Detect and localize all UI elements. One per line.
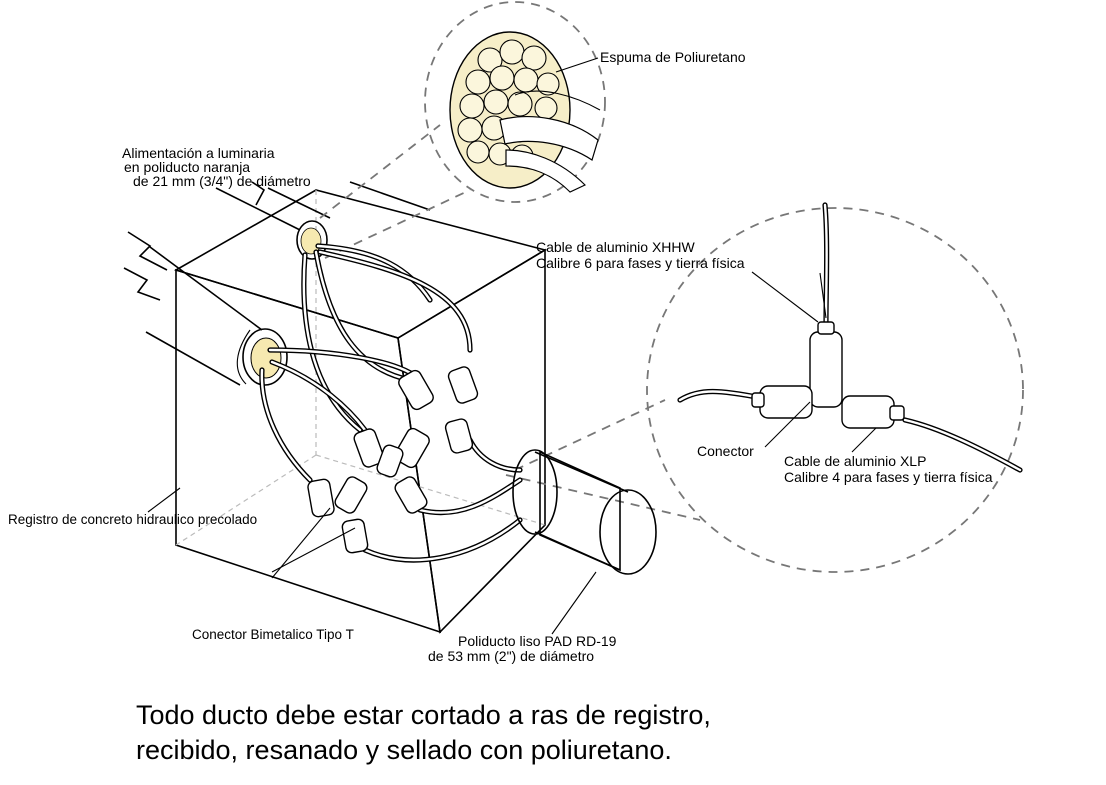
label-xlp-1: Cable de aluminio XLP bbox=[784, 453, 926, 469]
footer-note: Todo ducto debe estar cortado a ras de r… bbox=[136, 698, 1036, 768]
label-espuma: Espuma de Poliuretano bbox=[600, 49, 746, 65]
label-registro: Registro de concreto hidraulico precolad… bbox=[8, 512, 257, 527]
label-conector-bimetalico: Conector Bimetalico Tipo T bbox=[192, 627, 354, 642]
footer-note-line-2: recibido, resanado y sellado con poliure… bbox=[136, 735, 672, 765]
footer-note-line-1: Todo ducto debe estar cortado a ras de r… bbox=[136, 700, 711, 730]
label-xhhw-1: Cable de aluminio XHHW bbox=[536, 239, 696, 255]
leader-lines bbox=[147, 57, 877, 635]
label-poliducto-1: Poliducto liso PAD RD-19 bbox=[458, 633, 617, 649]
label-conector: Conector bbox=[697, 443, 754, 459]
cable-magnifier bbox=[505, 202, 1024, 573]
label-alimentacion-1: Alimentación a luminaria bbox=[122, 145, 275, 161]
label-xhhw-2: Calibre 6 para fases y tierra física bbox=[536, 255, 745, 271]
label-poliducto-2: de 53 mm (2") de diámetro bbox=[428, 648, 594, 664]
label-alimentacion-3: de 21 mm (3/4") de diámetro bbox=[133, 173, 311, 189]
label-alimentacion-2: en poliducto naranja bbox=[124, 159, 250, 175]
label-xlp-2: Calibre 4 para fases y tierra física bbox=[784, 469, 993, 485]
concrete-box bbox=[173, 189, 548, 634]
foam-magnifier bbox=[319, 1, 606, 259]
box-cables bbox=[259, 243, 523, 563]
left-conduit bbox=[123, 231, 288, 386]
large-conduit bbox=[512, 449, 657, 575]
